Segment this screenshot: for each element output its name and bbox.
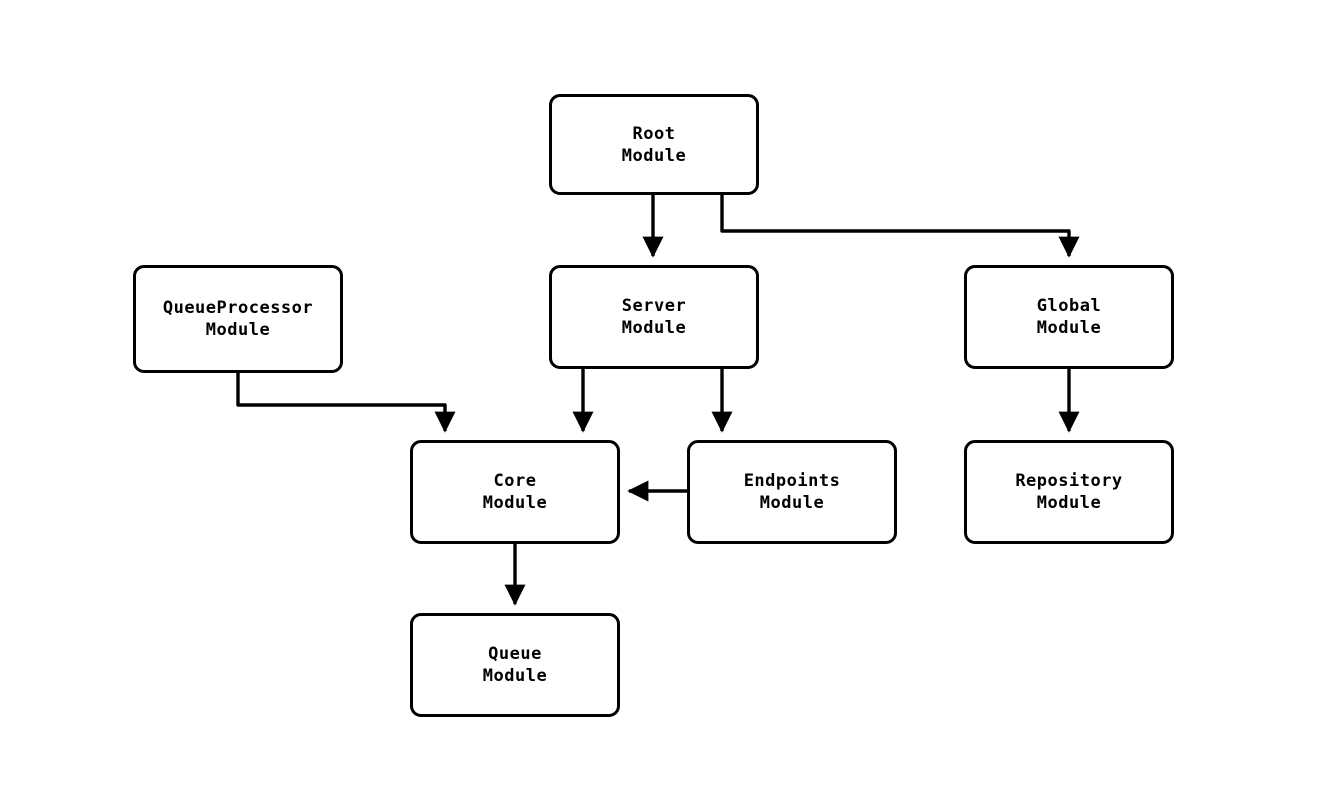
node-repository-module-line2: Module <box>1036 493 1102 513</box>
node-root-module[interactable]: Root Module <box>549 94 759 195</box>
node-server-module-line1: Server <box>621 296 687 316</box>
node-core-module-line2: Module <box>482 493 548 513</box>
node-endpoints-module-line2: Module <box>759 493 825 513</box>
node-repository-module-line1: Repository <box>1015 471 1123 491</box>
node-server-module[interactable]: Server Module <box>549 265 759 369</box>
node-global-module[interactable]: Global Module <box>964 265 1174 369</box>
node-core-module-line1: Core <box>493 471 537 491</box>
node-global-module-line2: Module <box>1036 318 1102 338</box>
node-repository-module[interactable]: Repository Module <box>964 440 1174 544</box>
node-root-module-line2: Module <box>621 145 687 166</box>
node-queueprocessor-module[interactable]: QueueProcessor Module <box>133 265 343 373</box>
edge-root-to-global <box>720 195 1080 258</box>
node-global-module-line1: Global <box>1036 296 1102 316</box>
node-server-module-line2: Module <box>621 318 687 338</box>
node-queue-module-line1: Queue <box>488 644 542 664</box>
node-endpoints-module[interactable]: Endpoints Module <box>687 440 897 544</box>
edge-queueprocessor-to-core <box>236 373 456 433</box>
node-queueprocessor-module-line1: QueueProcessor <box>162 298 314 318</box>
node-root-module-line1: Root <box>632 123 676 144</box>
node-queue-module[interactable]: Queue Module <box>410 613 620 717</box>
node-queue-module-line2: Module <box>482 666 548 686</box>
node-queueprocessor-module-line2: Module <box>205 320 271 340</box>
node-endpoints-module-line1: Endpoints <box>743 471 841 491</box>
node-core-module[interactable]: Core Module <box>410 440 620 544</box>
